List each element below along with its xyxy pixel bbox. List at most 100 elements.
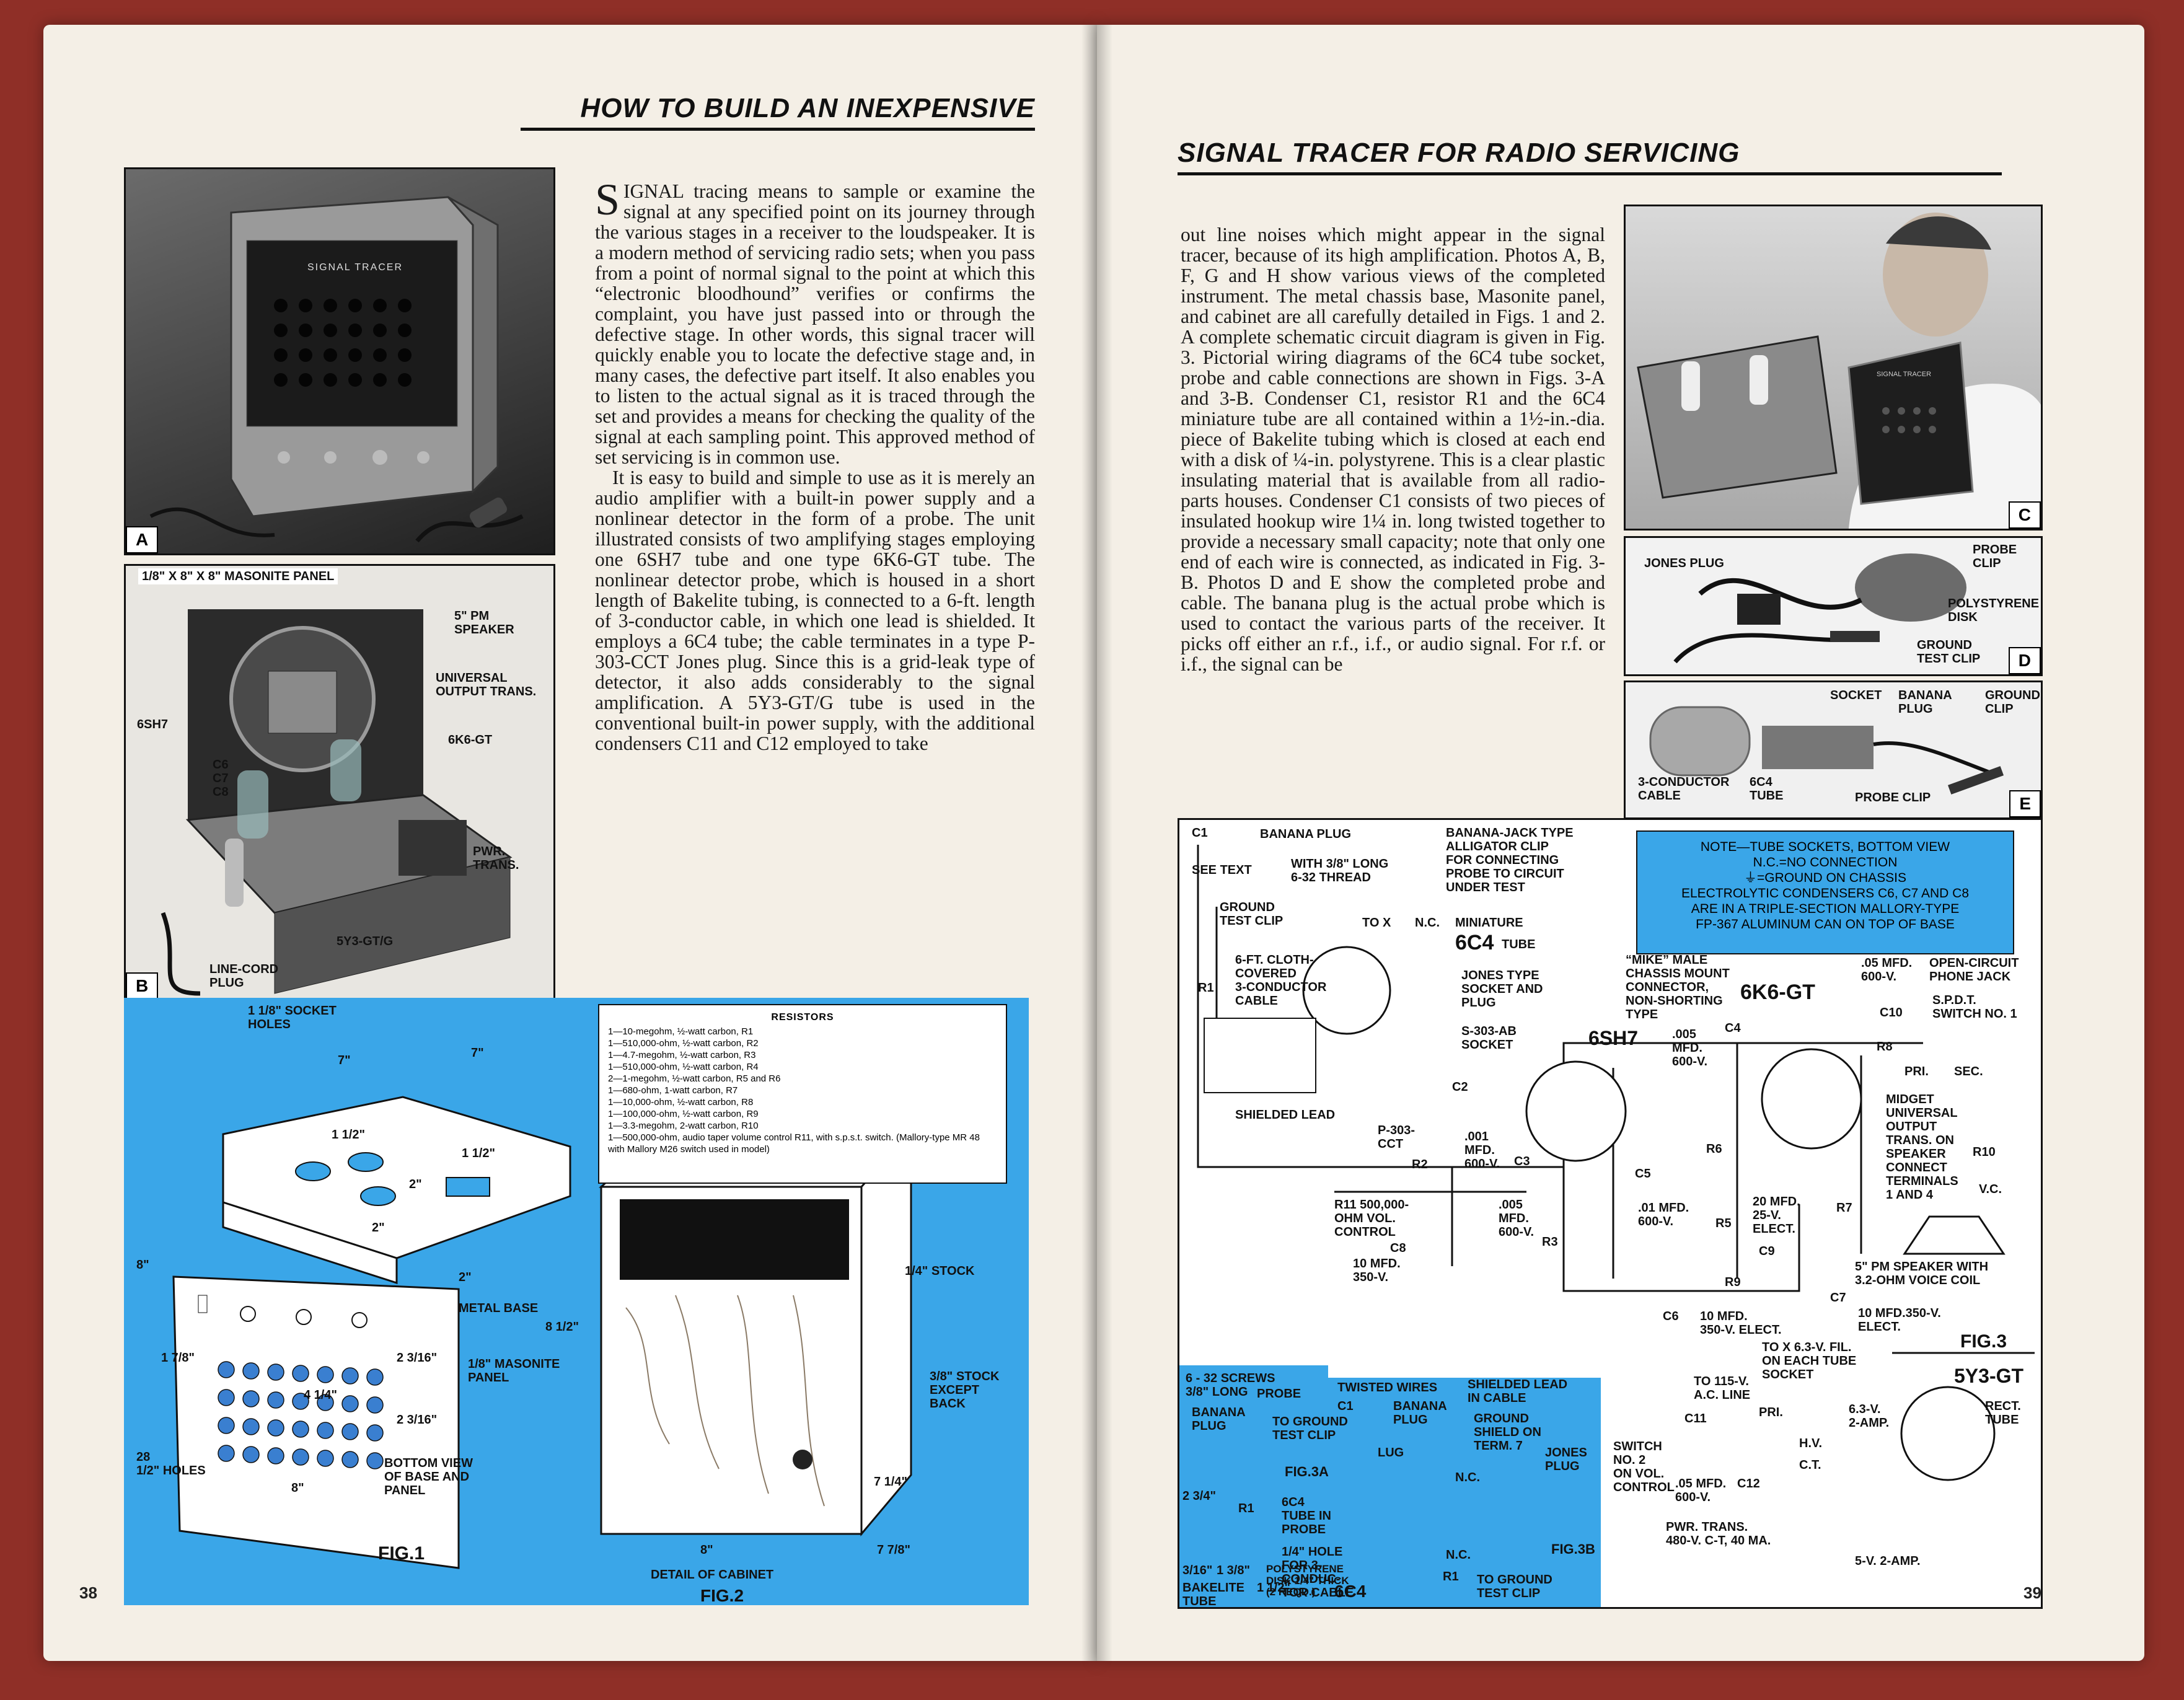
- fig3a-to-ground: TO GROUND TEST CLIP: [1272, 1415, 1348, 1442]
- fig3-c2: C2: [1452, 1080, 1468, 1094]
- photo-d-probe-clip: PROBE CLIP: [1973, 543, 2017, 570]
- fig1-eight-a: 8": [136, 1258, 149, 1272]
- fig3-to-x: TO X: [1362, 916, 1391, 930]
- fig3-miniature: MINIATURE: [1455, 916, 1523, 930]
- fig3-c05b: .05 MFD. 600-V.: [1675, 1477, 1727, 1504]
- photo-e-tube: 6C4 TUBE: [1750, 775, 1784, 803]
- right-headline: SIGNAL TRACER FOR RADIO SERVICING: [1178, 138, 2002, 175]
- fig3b-jones: JONES PLUG: [1545, 1446, 1587, 1473]
- fig3a-r1: R1: [1238, 1502, 1254, 1515]
- fig3-open-circuit: OPEN-CIRCUIT PHONE JACK: [1929, 956, 2019, 984]
- photo-b: 1/8" X 8" X 8" MASONITE PANEL 5" PM SPEA…: [124, 564, 555, 1002]
- fig1-eight-b: 8": [291, 1481, 304, 1495]
- fig3a-disk: POLYSTYRENE DISK 1/4" THICK (2 REQD.): [1266, 1563, 1349, 1598]
- fig1-one-half-a: 1 1/2": [332, 1128, 365, 1142]
- fig3b-to-ground: TO GROUND TEST CLIP: [1477, 1573, 1552, 1600]
- left-paragraph-2: It is easy to build and simple to use as…: [595, 467, 1035, 754]
- fig3-midget: MIDGET UNIVERSAL OUTPUT TRANS. ON SPEAKE…: [1886, 1093, 1958, 1202]
- photo-e-ground: GROUND CLIP: [1985, 689, 2040, 716]
- fig3-c001: .001 MFD. 600-V.: [1464, 1130, 1500, 1171]
- fig3-c05: .05 MFD. 600-V.: [1861, 956, 1913, 984]
- fig3b-c1: C1: [1337, 1399, 1354, 1413]
- fig3-c5: C5: [1635, 1167, 1651, 1181]
- fig3-c20: 20 MFD. 25-V. ELECT.: [1753, 1195, 1800, 1236]
- fig3a-dim-small: 3/16": [1182, 1564, 1213, 1577]
- fig1-masonite: 1/8" MASONITE PANEL: [468, 1357, 560, 1385]
- photo-e: SOCKET BANANA PLUG GROUND CLIP 3-CONDUCT…: [1624, 680, 2043, 819]
- resistor-item: 1—4.7-megohm, ½-watt carbon, R3: [608, 1050, 756, 1060]
- photo-d: JONES PLUG PROBE CLIP POLYSTYRENE DISK G…: [1624, 536, 2043, 676]
- fig1-four-quarter: 4 1/4": [304, 1388, 337, 1402]
- fig3-cloth: 6-FT. CLOTH- COVERED 3-CONDUCTOR CABLE: [1235, 953, 1327, 1008]
- fig3a-bakelite: BAKELITE TUBE: [1182, 1581, 1244, 1608]
- photo-c-panel-text: SIGNAL TRACER: [1877, 371, 1932, 378]
- fig3-c005: .005 MFD. 600-V.: [1672, 1028, 1708, 1068]
- fig1-two-c: 2": [459, 1271, 472, 1284]
- photo-a-panel-text: SIGNAL TRACER: [307, 262, 403, 273]
- fig3-c8: C8: [1390, 1241, 1406, 1255]
- fig1-holes: 28 1/2" HOLES: [136, 1450, 206, 1478]
- fig3a-caption: FIG.3A: [1285, 1464, 1329, 1479]
- fig3-c6: C6: [1663, 1310, 1679, 1323]
- fig1-two-b: 2": [372, 1221, 385, 1235]
- fig3-pri2: PRI.: [1759, 1406, 1783, 1419]
- schematic-note: NOTE—TUBE SOCKETS, BOTTOM VIEW N.C.=NO C…: [1636, 830, 2014, 954]
- fig3-r11: R11 500,000- OHM VOL. CONTROL: [1334, 1198, 1409, 1239]
- fig1-seven-a: 7": [338, 1054, 351, 1067]
- resistors-table: RESISTORS 1—10-megohm, ½-watt carbon, R1…: [598, 1004, 1007, 1184]
- fig3-v5: 5-V. 2-AMP.: [1855, 1554, 1921, 1568]
- chassis-photo: [161, 609, 513, 996]
- fig3-5y3: 5Y3-GT: [1954, 1365, 2024, 1387]
- fig1-two-3-16-b: 2 3/16": [397, 1413, 438, 1427]
- fig3-mike: “MIKE” MALE CHASSIS MOUNT CONNECTOR, NON…: [1626, 953, 1730, 1021]
- fig3-vc: V.C.: [1979, 1183, 2002, 1196]
- photo-b-rect-label: 5Y3-GT/G: [337, 935, 394, 948]
- fig2-caption: FIG.2: [700, 1586, 744, 1605]
- left-paragraph-1: IGNAL tracing means to sample or examine…: [595, 180, 1035, 468]
- fig3a-dim-112: 1 1/2": [1257, 1581, 1290, 1595]
- photo-a-tag: A: [126, 526, 159, 553]
- photo-d-ground: GROUND TEST CLIP: [1917, 638, 1981, 666]
- fig3-with-38: WITH 3/8" LONG 6-32 THREAD: [1291, 857, 1389, 884]
- fig2-eight: 8": [700, 1543, 713, 1557]
- photo-b-speaker-label: 5" PM SPEAKER: [454, 609, 514, 636]
- photo-d-poly: POLYSTYRENE DISK: [1948, 597, 2040, 624]
- left-headline: HOW TO BUILD AN INEXPENSIVE: [521, 93, 1035, 131]
- fig2-stock-3-8: 3/8" STOCK EXCEPT BACK: [930, 1370, 1000, 1411]
- right-page-number: 39: [2023, 1583, 2041, 1602]
- fig3b-tube: 6C4: [1334, 1582, 1367, 1601]
- fig3-rect-tube: RECT. TUBE: [1985, 1399, 2021, 1427]
- fig3b-nc: N.C.: [1455, 1471, 1480, 1484]
- photo-b-6k6-label: 6K6-GT: [448, 733, 493, 747]
- fig3-c005b: .005 MFD. 600-V.: [1499, 1198, 1535, 1239]
- fig3-ac: TO 115-V. A.C. LINE: [1694, 1375, 1751, 1402]
- fig3-pri: PRI.: [1904, 1065, 1929, 1078]
- fig3-shielded: SHIELDED LEAD: [1235, 1108, 1336, 1122]
- fig3-see-text: SEE TEXT: [1192, 863, 1252, 877]
- fig1-two-3-16-a: 2 3/16": [397, 1351, 438, 1365]
- fig3-pwr: PWR. TRANS. 480-V. C-T, 40 MA.: [1666, 1520, 1771, 1548]
- fig3a-probe: PROBE: [1257, 1387, 1301, 1401]
- fig3-6k6: 6K6-GT: [1740, 980, 1815, 1004]
- resistor-item: 2—1-megohm, ½-watt carbon, R5 and R6: [608, 1073, 781, 1084]
- technician-photo: [1637, 213, 2041, 529]
- fig3a-screws: 6 - 32 SCREWS 3/8" LONG: [1186, 1372, 1275, 1399]
- fig1-drawing: [172, 1096, 571, 1569]
- fig3-c9: C9: [1759, 1244, 1775, 1258]
- resistor-item: 1—680-ohm, 1-watt carbon, R7: [608, 1085, 738, 1096]
- probe-parts-photo: [1649, 706, 2004, 795]
- fig2-detail: DETAIL OF CABINET: [651, 1568, 774, 1582]
- fig2-eight-half: 8 1/2": [545, 1320, 579, 1334]
- signal-tracer-photo: [149, 196, 524, 543]
- fig3-wiring: [1179, 845, 2035, 1607]
- resistor-item: 1—100,000-ohm, ½-watt carbon, R9: [608, 1109, 759, 1119]
- fig3-ct: C.T.: [1799, 1458, 1821, 1472]
- fig3-c8v: 10 MFD. 350-V.: [1353, 1257, 1401, 1284]
- resistor-item: 1—510,000-ohm, ½-watt carbon, R2: [608, 1038, 759, 1049]
- right-body-text: out line noises which might appear in th…: [1181, 224, 1605, 674]
- fig3-c7: C7: [1830, 1291, 1846, 1305]
- photo-b-tag: B: [126, 972, 159, 1000]
- photo-c-tag: C: [2008, 501, 2041, 529]
- fig3-6c4: 6C4: [1455, 931, 1494, 954]
- photo-c: SIGNAL TRACER C: [1624, 205, 2043, 531]
